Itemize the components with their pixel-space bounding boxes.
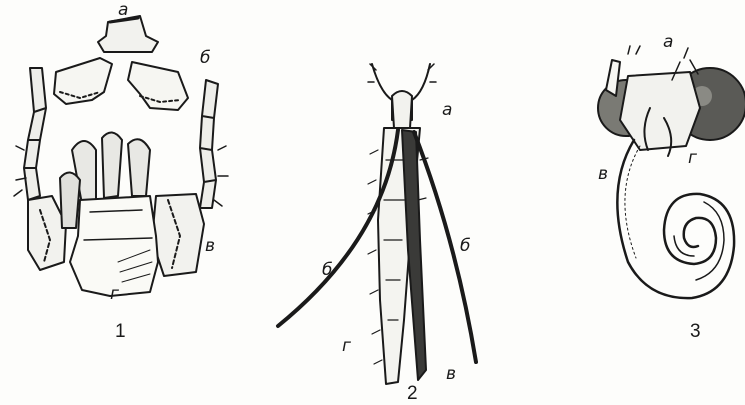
panel-1-chewing-mouthparts bbox=[14, 16, 228, 296]
panel-3-siphoning-mouthparts bbox=[598, 46, 745, 298]
panel-2-label-g: г bbox=[342, 338, 351, 355]
panel-3-number: 3 bbox=[690, 322, 701, 341]
maxillary-palp-left bbox=[24, 68, 46, 200]
panel-2-number: 2 bbox=[407, 384, 418, 403]
mandible-right-shape bbox=[128, 62, 188, 110]
panel-1-label-v: в bbox=[205, 238, 215, 255]
panel-3-label-g: г bbox=[688, 150, 697, 167]
panel-1-label-b: б bbox=[200, 50, 210, 67]
panel-2-label-v: в bbox=[446, 366, 456, 383]
panel-3-proboscis bbox=[617, 140, 734, 298]
panel-3-label-v: в bbox=[598, 166, 608, 183]
maxillary-palp-right bbox=[200, 80, 218, 208]
panel-1-number: 1 bbox=[115, 322, 126, 341]
panel-3-label-a: а bbox=[663, 34, 673, 51]
labrum-shape bbox=[98, 16, 158, 52]
labial-palps bbox=[72, 132, 150, 204]
maxilla-right-shape bbox=[152, 194, 204, 276]
panel-1-label-g: г bbox=[110, 286, 119, 303]
panel-2-label-a: а bbox=[442, 102, 452, 119]
panel-2-label-b-right: б bbox=[460, 238, 470, 255]
panel-1-label-a: а bbox=[118, 2, 128, 19]
panel-3-head bbox=[620, 72, 700, 150]
panel-2-label-b-left: б bbox=[322, 262, 332, 279]
